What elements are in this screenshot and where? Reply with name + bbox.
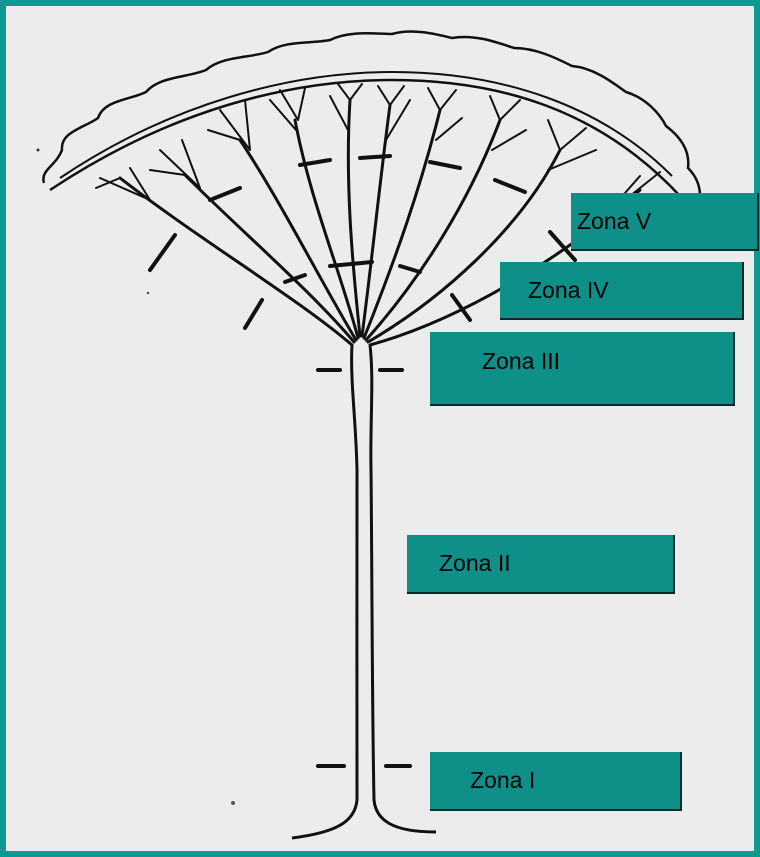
canopy-outer-edge — [43, 31, 700, 196]
zone-iv-label: Zona IV — [500, 262, 744, 320]
zone-ii-text: Zona II — [439, 552, 511, 575]
zone-iv-boundary — [245, 300, 262, 328]
zone-iii-text: Zona III — [482, 350, 560, 373]
zone-v-label: Zona V — [571, 193, 759, 251]
zone-v-boundary — [150, 235, 175, 270]
zone-ii-label: Zona II — [407, 535, 675, 594]
canopy-inner-edge — [50, 80, 680, 196]
zone-i-label: Zona I — [430, 752, 682, 811]
zone-iv-text: Zona IV — [528, 279, 609, 302]
zone-iii-label: Zona III — [430, 332, 735, 406]
zone-v-text: Zona V — [577, 210, 651, 233]
zone-i-text: Zona I — [470, 769, 535, 792]
zone-boundaries — [150, 156, 575, 766]
